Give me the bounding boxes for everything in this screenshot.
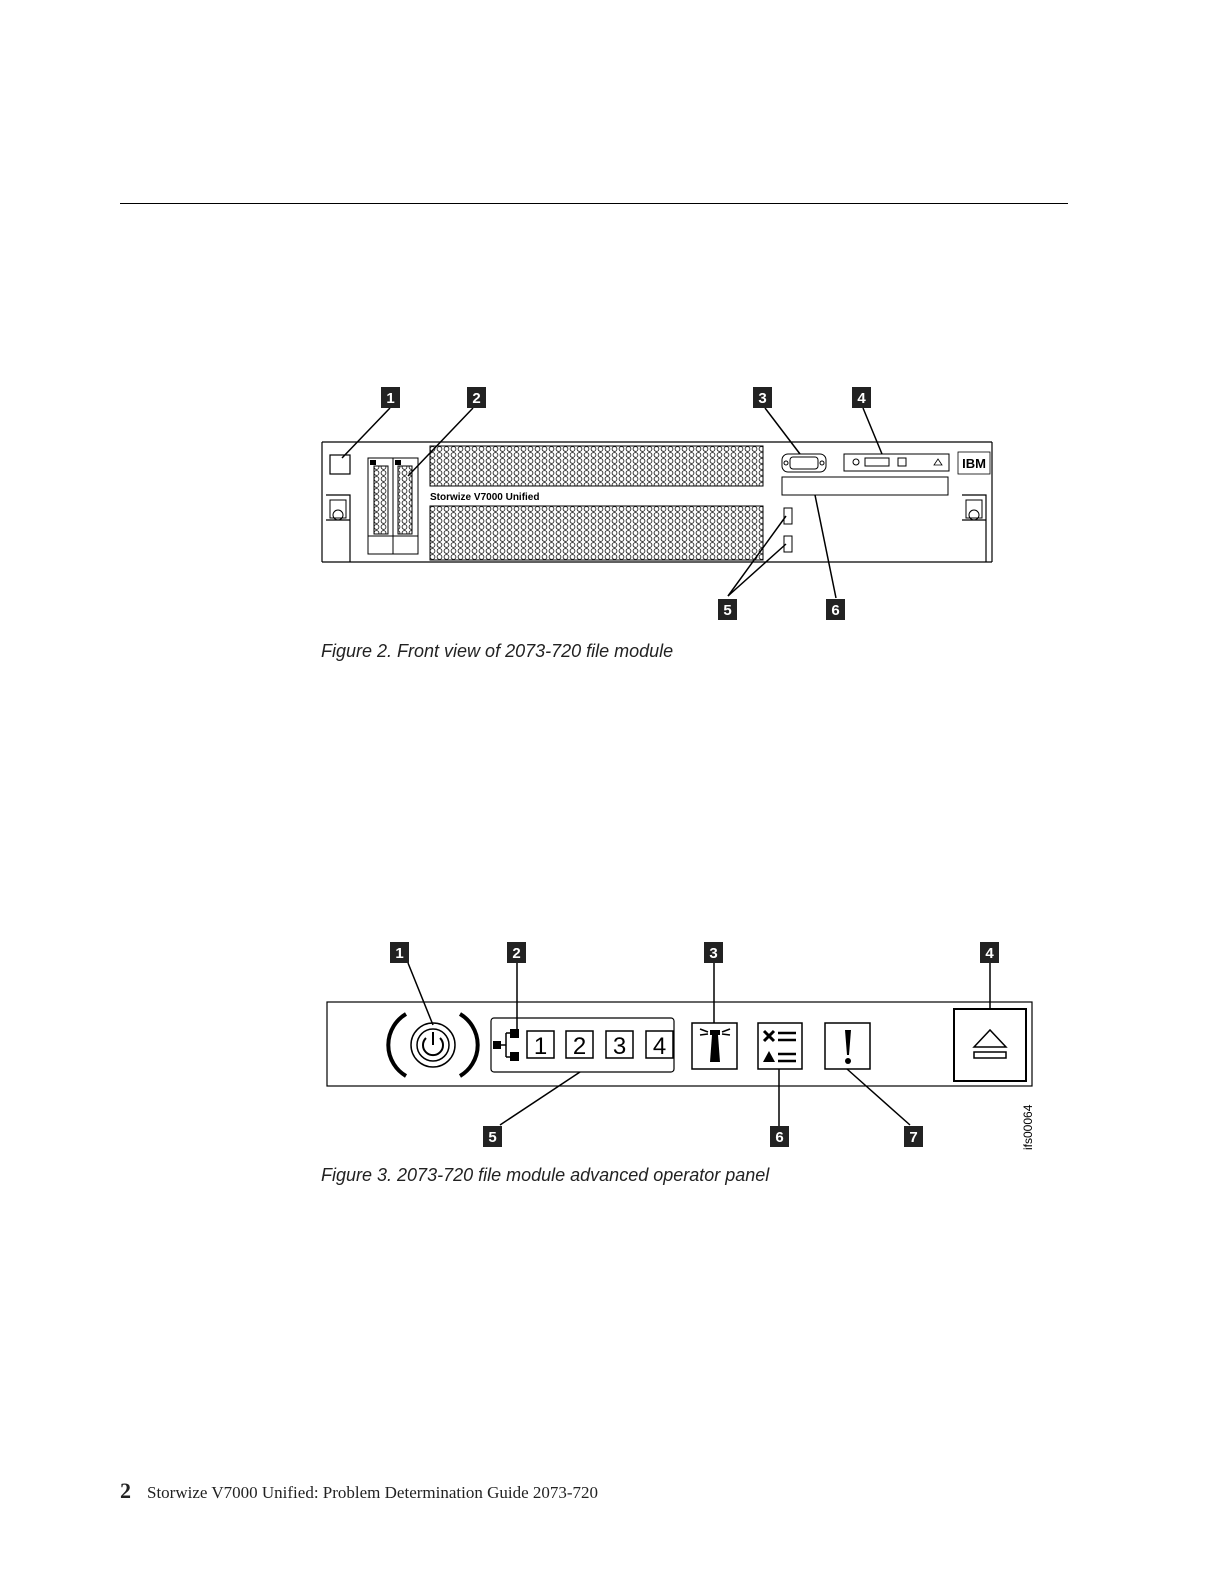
video-connector[interactable] (782, 454, 826, 472)
panel-callout-2: 2 (507, 942, 526, 963)
lower-vent-grille (430, 506, 763, 560)
figure-3-caption: Figure 3. 2073-720 file module advanced … (321, 1165, 769, 1186)
svg-text:4: 4 (857, 390, 866, 407)
release-latch-icon[interactable] (954, 1009, 1026, 1081)
footer-title: Storwize V7000 Unified: Problem Determin… (147, 1483, 598, 1502)
svg-text:IBM: IBM (962, 456, 986, 471)
dvd-drive[interactable] (782, 477, 948, 495)
svg-text:4: 4 (985, 945, 994, 962)
svg-text:3: 3 (709, 945, 717, 962)
figure-2-caption: Figure 2. Front view of 2073-720 file mo… (321, 641, 673, 662)
power-button[interactable] (330, 455, 350, 474)
panel-callout-1: 1 (390, 942, 409, 963)
svg-text:1: 1 (395, 945, 403, 962)
left-rack-handle (326, 495, 350, 562)
figure-image-id: ifs00064 (1021, 1104, 1035, 1150)
right-rack-handle (962, 495, 986, 562)
header-rule (120, 203, 1068, 204)
svg-text:7: 7 (909, 1129, 917, 1146)
panel-callout-4: 4 (980, 942, 999, 963)
panel-callout-3: 3 (704, 942, 723, 963)
callout-5: 5 (718, 599, 737, 620)
svg-text:6: 6 (831, 602, 839, 619)
page-number: 2 (120, 1478, 131, 1503)
callout-2: 2 (467, 387, 486, 408)
ibm-logo: IBM (958, 452, 990, 474)
callout-3: 3 (753, 387, 772, 408)
ethernet-port-3-label: 3 (613, 1033, 626, 1060)
callout-4: 4 (852, 387, 871, 408)
callout-1: 1 (381, 387, 400, 408)
operator-panel-drawing: 1 2 3 4 (320, 935, 1040, 1155)
svg-text:1: 1 (386, 390, 394, 407)
svg-text:3: 3 (758, 390, 766, 407)
svg-text:5: 5 (723, 602, 731, 619)
system-error-icon[interactable] (825, 1023, 870, 1069)
figure-3-operator-panel: 1 2 3 4 (320, 935, 1040, 1155)
check-log-icon[interactable] (758, 1023, 802, 1069)
callout-6: 6 (826, 599, 845, 620)
ethernet-port-2-label: 2 (573, 1033, 586, 1060)
operator-information-panel[interactable] (844, 454, 949, 471)
panel-callout-5: 5 (483, 1126, 502, 1147)
system-locator-icon[interactable] (692, 1023, 737, 1069)
upper-vent-grille (430, 446, 763, 486)
bezel-label: Storwize V7000 Unified (430, 492, 539, 503)
svg-text:2: 2 (472, 390, 480, 407)
callout-leader-lines (342, 408, 882, 598)
ethernet-port-4-label: 4 (653, 1033, 666, 1060)
svg-text:5: 5 (488, 1129, 496, 1146)
panel-callout-6: 6 (770, 1126, 789, 1147)
svg-text:6: 6 (775, 1129, 783, 1146)
page-footer: 2 Storwize V7000 Unified: Problem Determi… (120, 1478, 598, 1504)
front-view-drawing: Storwize V7000 Unified IBM (310, 380, 1010, 630)
svg-text:2: 2 (512, 945, 520, 962)
panel-callout-7: 7 (904, 1126, 923, 1147)
figure-2-front-view: Storwize V7000 Unified IBM (310, 380, 1010, 630)
ethernet-port-1-label: 1 (534, 1033, 547, 1060)
